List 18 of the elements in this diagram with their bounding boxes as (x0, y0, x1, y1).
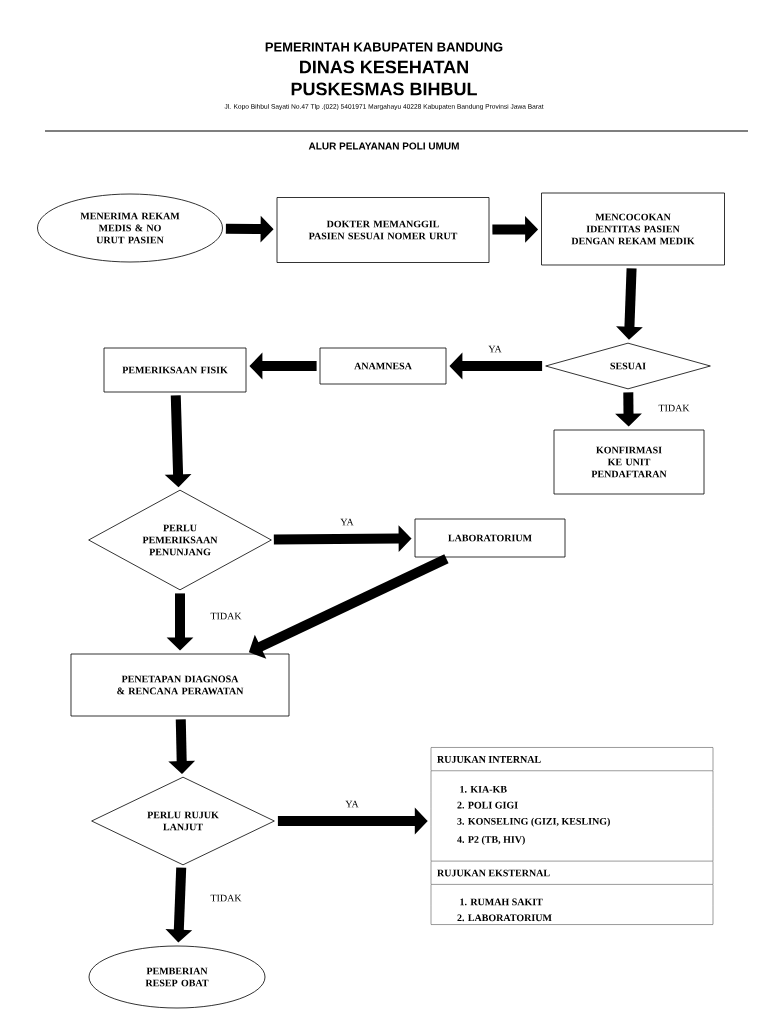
edge-label: TIDAK (210, 894, 242, 902)
process-box: LABORATORIUM (414, 518, 566, 558)
edge-label: YA (340, 518, 354, 526)
header-text: PEMERINTAH KABUPATEN BANDUNG (265, 42, 503, 52)
edge-label: TIDAK (210, 612, 242, 620)
process-box: ANAMNESA (319, 347, 447, 385)
edge-label: YA (488, 345, 502, 353)
header-text: PUSKESMAS BIHBUL (291, 82, 477, 96)
edge-label: YA (345, 800, 359, 808)
process-box: KONFIRMASI KE UNIT PENDAFTARAN (553, 429, 705, 495)
referral-table: RUJUKAN INTERNAL 1. KIA-KB 2. POLI GIGI 3. KONSELING (GIZI, KESLING) 4. P2 (TB, HIV) RUJUKAN EKSTERNAL 1. RUMAH SAKIT 2. LABORATORIUM (430, 747, 714, 925)
title: ALUR PELAYANAN POLI UMUM (308, 142, 459, 150)
process-box: MENCOCOKAN IDENTITAS PASIEN DENGAN REKAM MEDIK (541, 192, 725, 266)
process-box: PEMERIKSAAN FISIK (103, 347, 247, 393)
process-box: PENETAPAN DIAGNOSA & RENCANA PERAWATAN (70, 653, 290, 717)
header-text: DINAS KESEHATAN (300, 60, 468, 74)
edge-label: TIDAK (658, 404, 690, 412)
process-box: DOKTER MEMANGGIL PASIEN SESUAI NOMER URUT (276, 197, 490, 263)
